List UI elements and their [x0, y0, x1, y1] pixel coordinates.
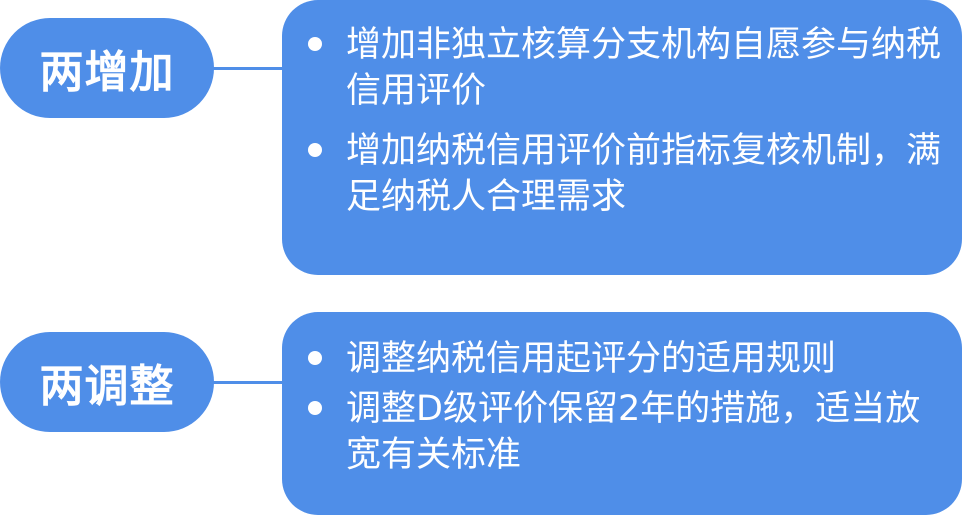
bullet-list: 增加非独立核算分支机构自愿参与纳税信用评价 增加纳税信用评价前指标复核机制，满足… — [308, 22, 942, 220]
bullet-icon — [308, 401, 322, 415]
list-item: 调整D级评价保留2年的措施，适当放宽有关标准 — [308, 386, 942, 478]
bullet-list: 调整纳税信用起评分的适用规则 调整D级评价保留2年的措施，适当放宽有关标准 — [308, 336, 942, 478]
list-item-text: 调整D级评价保留2年的措施，适当放宽有关标准 — [346, 389, 921, 475]
group-two-adjustments: 两调整 调整纳税信用起评分的适用规则 调整D级评价保留2年的措施，适当放宽有关标… — [0, 312, 964, 517]
list-item: 调整纳税信用起评分的适用规则 — [308, 336, 942, 382]
list-item-text: 调整纳税信用起评分的适用规则 — [346, 339, 837, 379]
detail-box-two-adjustments: 调整纳税信用起评分的适用规则 调整D级评价保留2年的措施，适当放宽有关标准 — [282, 312, 962, 515]
bullet-icon — [308, 143, 322, 157]
connector-line — [212, 67, 284, 70]
list-item: 增加纳税信用评价前指标复核机制，满足纳税人合理需求 — [308, 128, 942, 220]
connector-line — [212, 381, 284, 384]
bullet-icon — [308, 37, 322, 51]
label-pill-two-adjustments: 两调整 — [0, 332, 214, 432]
detail-box-two-additions: 增加非独立核算分支机构自愿参与纳税信用评价 增加纳税信用评价前指标复核机制，满足… — [282, 0, 962, 275]
label-pill-two-additions: 两增加 — [0, 18, 214, 118]
group-two-additions: 两增加 增加非独立核算分支机构自愿参与纳税信用评价 增加纳税信用评价前指标复核机… — [0, 0, 962, 275]
list-item-text: 增加纳税信用评价前指标复核机制，满足纳税人合理需求 — [346, 131, 942, 217]
list-item: 增加非独立核算分支机构自愿参与纳税信用评价 — [308, 22, 942, 114]
list-item-text: 增加非独立核算分支机构自愿参与纳税信用评价 — [346, 25, 942, 111]
bullet-icon — [308, 351, 322, 365]
